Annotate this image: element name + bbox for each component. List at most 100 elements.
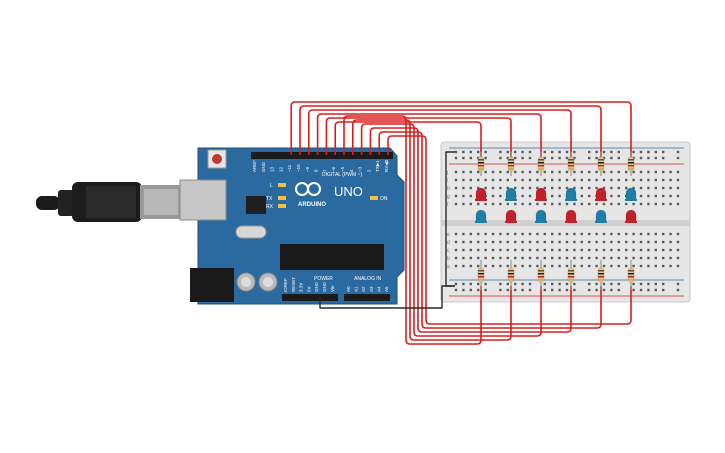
breadboard-hole <box>647 186 650 190</box>
red-wire[interactable] <box>290 101 632 158</box>
row-letter: f <box>447 202 449 208</box>
breadboard-hole <box>654 186 657 190</box>
breadboard-hole <box>595 248 598 252</box>
rail-hole <box>632 150 635 154</box>
breadboard-hole <box>462 186 465 190</box>
red-wire[interactable] <box>299 105 602 158</box>
resistor[interactable] <box>477 260 485 290</box>
breadboard-hole <box>528 248 532 252</box>
breadboard-hole <box>617 170 620 174</box>
breadboard-hole <box>580 178 583 182</box>
red-led[interactable] <box>625 209 637 223</box>
rail-hole <box>454 282 458 286</box>
power-pin-label: RESET <box>291 277 296 292</box>
breadboard-hole <box>454 186 458 190</box>
resistor[interactable] <box>477 152 485 176</box>
breadboard-hole <box>573 256 576 260</box>
breadboard-hole <box>565 240 569 244</box>
rail-hole <box>654 156 657 160</box>
blue-led[interactable] <box>595 209 607 223</box>
resistor[interactable] <box>627 152 635 176</box>
breadboard-hole <box>639 240 643 244</box>
blue-led[interactable] <box>505 187 517 201</box>
breadboard-hole <box>669 178 672 182</box>
red-wire[interactable] <box>378 131 602 329</box>
rail-hole <box>499 288 502 292</box>
breadboard-hole <box>654 248 657 252</box>
resistor[interactable] <box>597 152 605 176</box>
rail-hole <box>454 150 458 154</box>
resistor[interactable] <box>567 152 575 176</box>
blue-led[interactable] <box>535 209 547 223</box>
rail-hole <box>588 282 591 286</box>
resistor[interactable] <box>537 152 545 176</box>
breadboard-hole <box>469 202 472 206</box>
red-wire[interactable] <box>334 121 482 158</box>
digital-pin-label: AREF <box>252 160 257 172</box>
rail-hole <box>528 156 532 160</box>
red-led[interactable] <box>505 209 517 223</box>
red-wire[interactable] <box>369 127 572 333</box>
breadboard-hole <box>617 264 620 268</box>
rail-hole <box>617 288 620 292</box>
blue-led[interactable] <box>625 187 637 201</box>
power-label: POWER <box>314 276 333 282</box>
breadboard-hole <box>669 186 672 190</box>
red-led[interactable] <box>475 187 487 201</box>
breadboard-hole <box>573 202 576 206</box>
leds[interactable] <box>475 187 637 223</box>
blue-led[interactable] <box>475 209 487 223</box>
breadboard-hole <box>506 256 509 260</box>
red-led[interactable] <box>535 187 547 201</box>
resistor[interactable] <box>567 260 575 290</box>
breadboard-hole <box>580 248 583 252</box>
red-led[interactable] <box>565 209 577 223</box>
breadboard-hole <box>477 178 480 182</box>
breadboard-hole <box>558 202 561 206</box>
red-wire[interactable] <box>387 135 632 325</box>
rail-hole <box>499 282 502 286</box>
resistors[interactable] <box>477 152 635 290</box>
red-wire[interactable] <box>360 123 542 337</box>
red-wire[interactable] <box>308 109 572 158</box>
red-led[interactable] <box>595 187 607 201</box>
breadboard-hole <box>595 232 598 236</box>
digital-header[interactable] <box>251 152 393 159</box>
breadboard-hole <box>521 232 524 236</box>
red-wire[interactable] <box>343 115 482 345</box>
breadboard-hole <box>506 186 509 190</box>
breadboard-hole <box>647 256 650 260</box>
breadboard-hole <box>632 178 635 182</box>
rail-hole <box>647 288 650 292</box>
resistor[interactable] <box>537 260 545 290</box>
red-wire[interactable] <box>316 113 542 158</box>
blue-led[interactable] <box>565 187 577 201</box>
breadboard-hole <box>639 248 643 252</box>
gnd-wire[interactable] <box>319 285 455 309</box>
rail-hole <box>558 156 561 160</box>
analog-pin-label: A5 <box>384 286 389 292</box>
arduino-uno-board[interactable]: L TX RX ON ARDUINO UNO DIGITAL (PWM ~) P… <box>179 147 405 305</box>
breadboard-hole <box>676 202 680 206</box>
breadboard-hole <box>602 264 606 268</box>
rail-hole <box>654 282 657 286</box>
breadboard-hole <box>469 178 472 182</box>
rail-hole <box>676 288 680 292</box>
power-header[interactable] <box>282 294 338 301</box>
resistor[interactable] <box>507 260 515 290</box>
breadboard-hole <box>514 232 517 236</box>
resistor[interactable] <box>627 260 635 290</box>
red-wire[interactable] <box>352 119 512 341</box>
rail-hole <box>521 288 524 292</box>
wires[interactable] <box>290 101 632 345</box>
analog-header[interactable] <box>344 294 390 301</box>
rail-hole <box>462 156 465 160</box>
resistor[interactable] <box>597 260 605 290</box>
breadboard-hole <box>639 256 643 260</box>
breadboard-hole <box>610 256 613 260</box>
red-wire[interactable] <box>325 117 512 158</box>
breadboard-hole <box>573 170 576 174</box>
rail-hole <box>558 282 561 286</box>
l-label: L <box>270 183 273 189</box>
resistor[interactable] <box>507 152 515 176</box>
